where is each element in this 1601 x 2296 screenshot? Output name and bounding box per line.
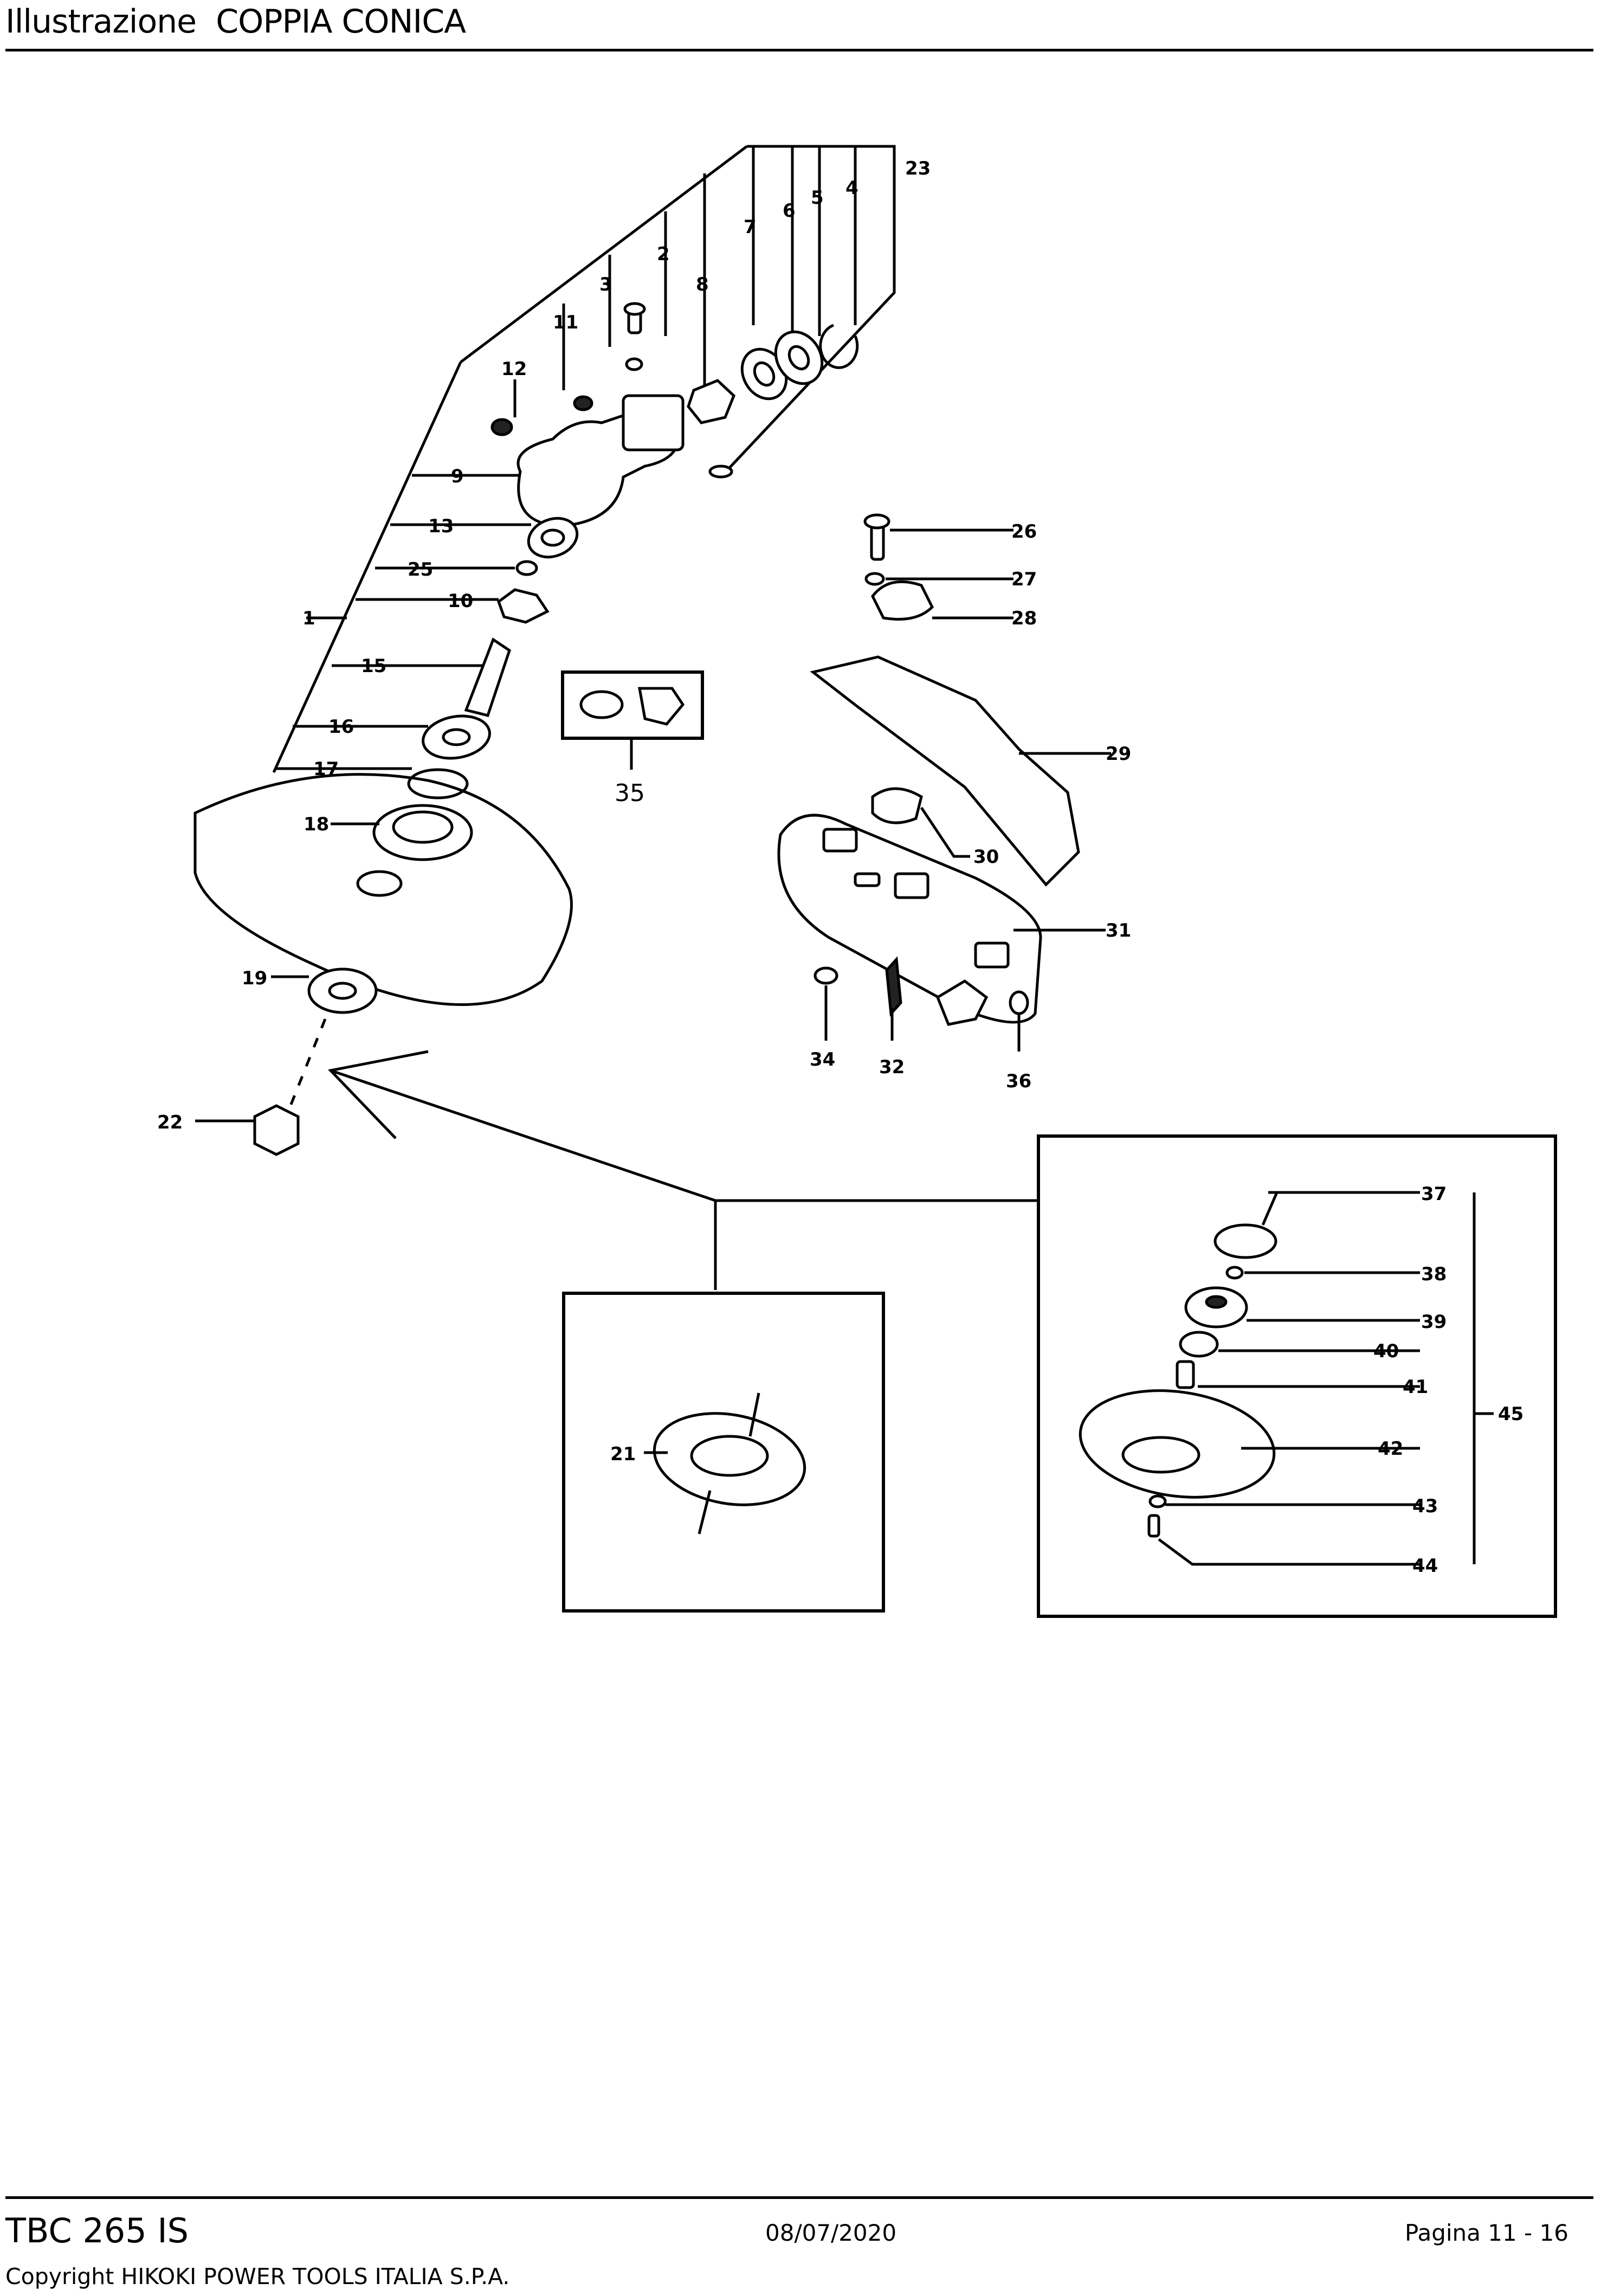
callout-10: 10 xyxy=(448,590,473,612)
footer-rule xyxy=(5,2196,1593,2199)
callout-12: 12 xyxy=(501,358,527,380)
callout-6: 6 xyxy=(783,200,796,222)
callout-43: 43 xyxy=(1412,1495,1438,1517)
callout-36: 36 xyxy=(1006,1070,1031,1092)
guard-parts: 26 27 28 29 30 31 34 32 36 xyxy=(777,513,1131,1092)
callout-5: 5 xyxy=(811,187,824,209)
footer-page-number: Pagina 11 - 16 xyxy=(1405,2220,1568,2246)
callout-18: 18 xyxy=(304,814,329,835)
callout-44: 44 xyxy=(1412,1555,1438,1577)
callout-8: 8 xyxy=(696,274,709,295)
callout-37: 37 xyxy=(1421,1183,1447,1205)
callout-21: 21 xyxy=(610,1443,636,1465)
callout-35: 35 xyxy=(615,779,645,807)
callout-28: 28 xyxy=(1011,608,1037,629)
callout-9: 9 xyxy=(451,466,464,487)
footer-copyright: Copyright HIKOKI POWER TOOLS ITALIA S.P.… xyxy=(5,2263,510,2289)
callout-38: 38 xyxy=(1421,1263,1447,1285)
callout-11: 11 xyxy=(553,312,578,333)
callout-30: 30 xyxy=(973,846,999,868)
callout-22: 22 xyxy=(157,1112,183,1133)
kit-35: 35 xyxy=(561,670,704,807)
callout-15: 15 xyxy=(361,655,386,677)
gear-head-parts xyxy=(193,302,859,1202)
header-rule xyxy=(5,49,1593,51)
callout-13: 13 xyxy=(428,515,454,537)
callout-23: 23 xyxy=(905,158,931,179)
callout-16: 16 xyxy=(328,716,354,738)
callout-41: 41 xyxy=(1403,1376,1428,1398)
callout-42: 42 xyxy=(1378,1438,1403,1460)
callout-29: 29 xyxy=(1106,743,1131,765)
callout-40: 40 xyxy=(1373,1340,1399,1362)
callout-34: 34 xyxy=(810,1049,835,1070)
main-callouts: 23 4 5 6 7 8 2 3 11 12 9 13 25 10 1 15 1… xyxy=(157,158,931,1133)
callout-27: 27 xyxy=(1011,569,1037,590)
callout-2: 2 xyxy=(657,243,670,265)
callout-32: 32 xyxy=(879,1056,905,1078)
footer-model: TBC 265 IS xyxy=(5,2211,189,2250)
callout-19: 19 xyxy=(242,968,267,989)
callout-39: 39 xyxy=(1421,1311,1447,1333)
callout-3: 3 xyxy=(599,274,612,295)
box-45: 37 38 39 40 41 42 43 44 45 xyxy=(1037,1134,1557,1618)
callout-26: 26 xyxy=(1011,521,1037,543)
callout-31: 31 xyxy=(1106,920,1131,941)
page-title: Illustrazione COPPIA CONICA xyxy=(5,3,466,41)
callout-4: 4 xyxy=(845,177,858,199)
callout-45: 45 xyxy=(1498,1403,1523,1425)
callout-7: 7 xyxy=(744,216,757,238)
footer-date: 08/07/2020 xyxy=(765,2220,897,2246)
callout-1: 1 xyxy=(302,608,315,629)
leader-frame xyxy=(272,145,896,773)
callout-17: 17 xyxy=(313,758,339,780)
callout-25: 25 xyxy=(408,559,433,581)
box-21: 21 xyxy=(562,1292,885,1613)
